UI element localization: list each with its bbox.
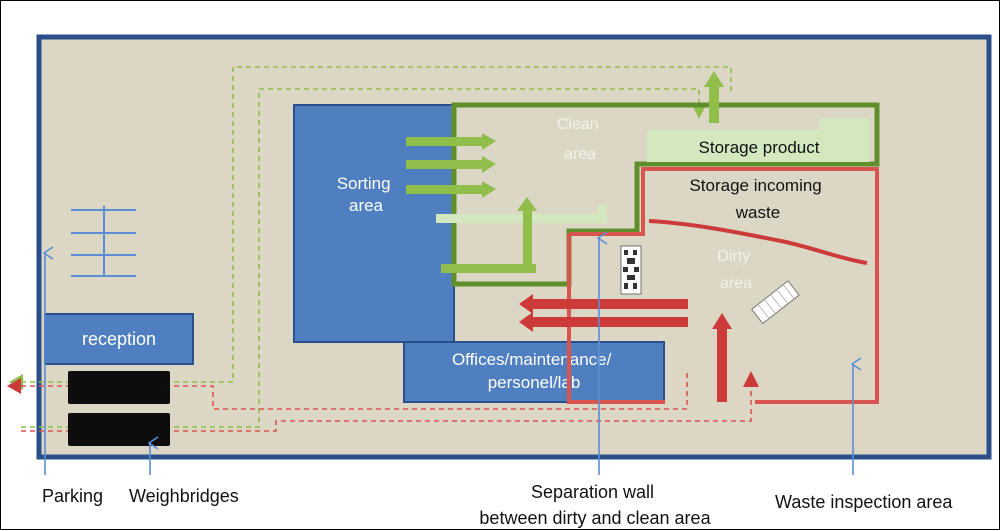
clean-area-outline (451, 102, 880, 287)
red-route-arrowhead-in (743, 371, 759, 387)
weighbridge-2 (68, 413, 170, 446)
light-green-conveyor-riser (598, 205, 607, 223)
offices-label: Offices/maintenance/ personel/lab (452, 350, 616, 392)
annotation-pointers (45, 238, 853, 475)
inspection-tray-icon (751, 280, 800, 325)
incoming-waste-arrows (519, 294, 688, 332)
clean-area-green-conveyor (441, 197, 537, 273)
reception-label: reception (82, 329, 156, 349)
red-route-arrowhead-exit (7, 378, 21, 394)
weighbridges-label: Weighbridges (129, 486, 239, 506)
waste-delivery-arrow (712, 313, 732, 402)
dirty-area-outline (569, 167, 879, 404)
storage-incoming-label: Storage incoming waste (689, 176, 826, 222)
offices-block (403, 341, 665, 403)
reception-block (44, 313, 194, 365)
sorting-area-label: Sorting area (337, 174, 396, 215)
storage-output-arrow (704, 71, 724, 123)
waste-pile-boundary (648, 219, 868, 265)
sorted-material-arrows (406, 133, 496, 198)
parking-label: Parking (42, 486, 103, 506)
separation-wall-label: Separation wall between dirty and clean … (479, 482, 711, 528)
light-green-conveyor (436, 214, 606, 223)
weighbridge-1 (68, 371, 170, 404)
green-truck-route (21, 66, 732, 428)
dirty-area-label: Dirty area (717, 248, 754, 292)
sorting-machine-icon (620, 245, 642, 295)
dirty-area-left-wall (567, 234, 665, 404)
storage-product-highlight (819, 118, 869, 162)
storage-product-label: Storage product (699, 138, 820, 157)
clean-area-label: Clean area (557, 116, 603, 163)
waste-inspection-label: Waste inspection area (775, 492, 953, 512)
parking-spaces (71, 206, 136, 277)
